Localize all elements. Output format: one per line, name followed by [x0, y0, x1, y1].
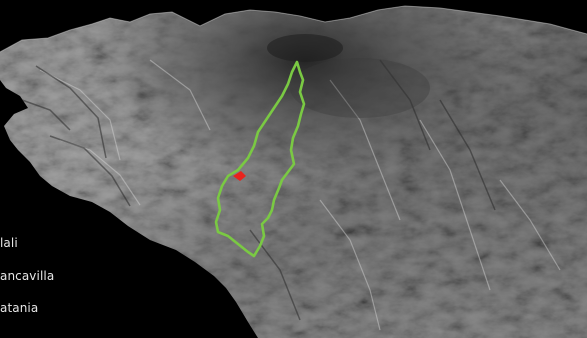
place-label: ancavilla: [0, 269, 55, 283]
trail-route: [214, 60, 306, 258]
place-label: lali: [0, 236, 18, 250]
location-marker-icon: [233, 171, 246, 181]
place-label: atania: [0, 301, 39, 315]
